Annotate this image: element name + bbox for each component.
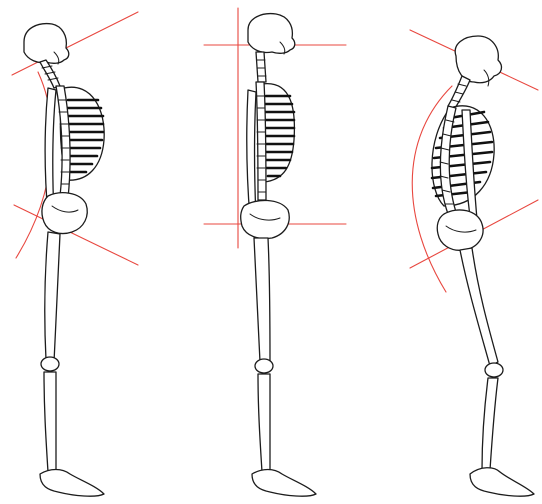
center-skeleton [204,8,346,496]
spine [256,82,266,200]
right-figure-leg [460,248,534,496]
left-figure-leg [40,232,104,496]
left-skeleton [12,12,138,496]
cervical-spine [256,52,266,82]
center-figure-arm [247,90,256,218]
pelvis [437,210,483,250]
pelvis [42,193,87,234]
center-figure-leg [252,238,316,496]
skull [248,14,295,54]
pelvis [241,200,290,238]
right-skeleton [410,30,538,496]
skull [24,24,69,64]
cervical-spine [448,76,470,110]
